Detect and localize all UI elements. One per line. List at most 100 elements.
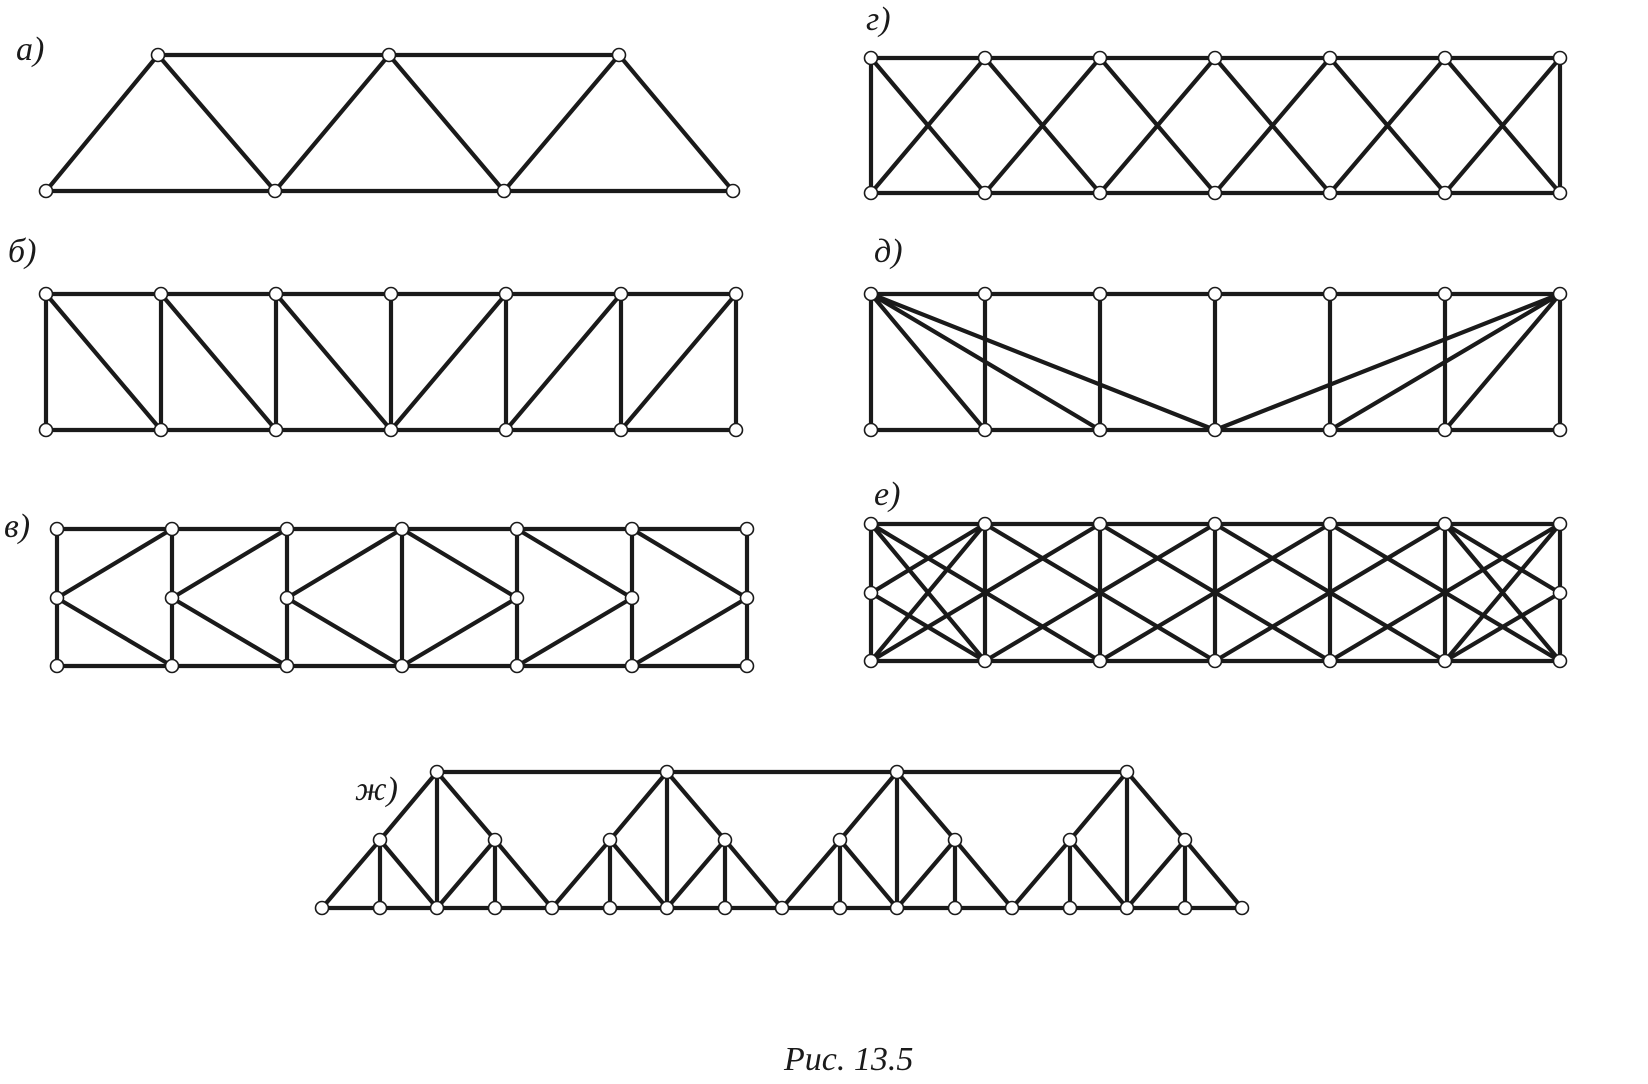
truss-node (49, 590, 65, 606)
panel-label-e: е) (874, 476, 900, 513)
truss-node (602, 900, 618, 916)
truss-bar (169, 526, 290, 601)
truss-bar (284, 526, 405, 601)
truss-node (164, 658, 180, 674)
truss-node (1234, 900, 1250, 916)
truss-node (314, 900, 330, 916)
truss-node (863, 50, 879, 66)
truss-node (1177, 900, 1193, 916)
truss-bar (1442, 521, 1563, 664)
truss-node (728, 422, 744, 438)
truss-node (1207, 185, 1223, 201)
truss-node (509, 590, 525, 606)
truss-node (977, 516, 993, 532)
truss-zh (314, 764, 1250, 916)
truss-bar (722, 837, 785, 911)
truss-node (487, 832, 503, 848)
truss-node (1207, 653, 1223, 669)
figure-caption: Рис. 13.5 (783, 1041, 913, 1078)
truss-node (509, 521, 525, 537)
truss-bar (272, 52, 392, 194)
truss-bar (629, 526, 750, 601)
truss-node (49, 521, 65, 537)
truss-node (1207, 50, 1223, 66)
truss-node (977, 653, 993, 669)
truss-d (863, 286, 1568, 438)
truss-bar (319, 837, 383, 911)
truss-bar (399, 526, 520, 601)
truss-node (1322, 286, 1338, 302)
truss-bar (664, 769, 728, 843)
truss-bar (868, 521, 988, 664)
truss-bar (1182, 837, 1245, 911)
truss-bar (1327, 291, 1563, 433)
truss-bar (501, 52, 622, 194)
truss-bar (1442, 55, 1563, 196)
truss-node (977, 185, 993, 201)
truss-node (1177, 832, 1193, 848)
truss-bar (514, 526, 635, 601)
truss-node (1437, 422, 1453, 438)
truss-node (728, 286, 744, 302)
truss-node (1552, 516, 1568, 532)
truss-bar (629, 595, 750, 669)
truss-bar (1067, 769, 1130, 843)
truss-node (832, 832, 848, 848)
truss-g (863, 50, 1568, 201)
truss-e (863, 516, 1568, 669)
truss-node (268, 286, 284, 302)
truss-node (659, 764, 675, 780)
truss-bar (158, 291, 279, 433)
truss-node (1322, 422, 1338, 438)
truss-node (1437, 286, 1453, 302)
truss-node (38, 422, 54, 438)
panel-label-d: д) (874, 233, 903, 270)
truss-node (1092, 653, 1108, 669)
truss-node (977, 286, 993, 302)
truss-node (1207, 422, 1223, 438)
truss-node (624, 521, 640, 537)
truss-node (613, 422, 629, 438)
truss-bar (868, 291, 1103, 433)
truss-node (1322, 50, 1338, 66)
truss-node (1207, 516, 1223, 532)
truss-bar (1327, 521, 1563, 664)
truss-node (429, 764, 445, 780)
truss-node (394, 658, 410, 674)
truss-node (624, 590, 640, 606)
truss-node (381, 47, 397, 63)
truss-bar (549, 837, 613, 911)
truss-node (863, 422, 879, 438)
truss-node (1552, 185, 1568, 201)
truss-bar (434, 837, 498, 911)
truss-bar (616, 52, 736, 194)
truss-node (372, 832, 388, 848)
truss-node (153, 422, 169, 438)
truss-bar (1097, 55, 1218, 196)
truss-node (1004, 900, 1020, 916)
truss-node (279, 590, 295, 606)
truss-node (947, 900, 963, 916)
truss-bar (155, 52, 278, 194)
truss-node (1119, 900, 1135, 916)
truss-bar (388, 291, 509, 433)
truss-node (659, 900, 675, 916)
truss-node (739, 521, 755, 537)
truss-bar (607, 837, 670, 911)
truss-bar (386, 52, 507, 194)
truss-node (49, 658, 65, 674)
truss-node (889, 900, 905, 916)
truss-bar (868, 291, 1218, 433)
truss-bar (503, 291, 624, 433)
panel-label-g: г) (866, 1, 891, 38)
truss-bar (894, 837, 958, 911)
truss-bar (868, 521, 1103, 664)
panel-label-b: б) (8, 233, 36, 270)
truss-bar (868, 291, 988, 433)
truss-node (739, 658, 755, 674)
truss-bar (514, 595, 635, 669)
truss-node (1437, 516, 1453, 532)
truss-bar (1442, 291, 1563, 433)
truss-bar (868, 590, 988, 664)
